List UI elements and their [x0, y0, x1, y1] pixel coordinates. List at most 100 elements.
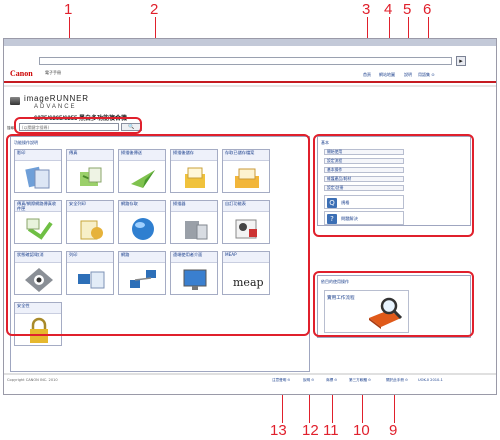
site-map-link[interactable]: 網站地圖 [379, 72, 395, 77]
svg-text:meap: meap [233, 276, 263, 289]
glossary-link[interactable]: 用語集 ⊙ [418, 72, 435, 77]
tile-label: 傳真/網際網路傳真收件匣 [15, 201, 61, 212]
callout-13: 13 [270, 422, 287, 439]
tile-label: 列印 [67, 252, 113, 263]
callout-line-9 [394, 383, 395, 423]
callout-2: 2 [150, 1, 159, 18]
copyright-text: Copyright CANON INC. 2010 [7, 378, 58, 382]
scan-store-icon [185, 167, 205, 188]
status-monitor-icon [25, 268, 53, 292]
footer-divider [4, 373, 496, 375]
callout-12: 12 [302, 422, 319, 439]
callout-line-12 [309, 383, 310, 423]
specifications-button[interactable]: Q 規格 [324, 195, 404, 209]
callout-9: 9 [389, 422, 398, 439]
purpose-panel: 依目的使用操作 實用工作流程 [317, 275, 471, 338]
tile-label: 網路存取 [119, 201, 165, 212]
callout-5: 5 [403, 1, 412, 18]
useful-workflow-tile[interactable]: 實用工作流程 [324, 290, 409, 333]
remote-ui-icon [183, 269, 207, 290]
side-item-maintenance[interactable]: 維護產品/耗材 [324, 176, 404, 182]
trademark-link[interactable]: 商標 ⊙ [326, 378, 338, 382]
site-title: 電子手冊 [45, 70, 61, 75]
callout-line-11 [332, 383, 333, 423]
callout-line-10 [362, 383, 363, 423]
window-top-bar [4, 39, 496, 46]
tile-label: 網路 [119, 252, 165, 263]
tile-secure-print[interactable]: 安全列印 [66, 200, 114, 244]
callout-line-13 [282, 383, 283, 423]
function-panel-title: 功能操作說明 [14, 140, 38, 145]
tile-label: 自訂功能表 [223, 201, 269, 212]
tile-label: 遠端使用者介面 [171, 252, 217, 263]
product-name: imageRUNNER [24, 94, 89, 103]
manual-code: UOK-0 2010-1 [418, 378, 443, 382]
tile-network[interactable]: 網路 [118, 251, 166, 295]
tile-label: 影印 [15, 150, 61, 161]
callout-1: 1 [64, 1, 73, 18]
help-link[interactable]: 說明 [404, 72, 412, 77]
highlight-basics-panel [313, 134, 474, 237]
tile-remote-ui[interactable]: 遠端使用者介面 [170, 251, 218, 295]
callout-3: 3 [362, 1, 371, 18]
tile-status-monitor[interactable]: 狀態確認/取消 [14, 251, 62, 295]
third-party-link[interactable]: 第三方軟體 ⊙ [349, 378, 372, 382]
callout-6: 6 [423, 1, 432, 18]
product-icon [10, 97, 20, 105]
magnifier-book-icon [369, 297, 403, 329]
troubleshooting-button[interactable]: ? 問題解決 [324, 211, 404, 225]
callout-10: 10 [353, 422, 370, 439]
basics-panel-title: 基本 [321, 140, 329, 145]
copy-icon [25, 166, 50, 189]
tile-security[interactable]: 安全性 [14, 302, 62, 346]
callout-4: 4 [384, 1, 393, 18]
tile-print[interactable]: 列印 [66, 251, 114, 295]
address-bar[interactable] [39, 57, 452, 65]
tile-meap[interactable]: MEAP meap [222, 251, 270, 295]
useful-workflow-label: 實用工作流程 [327, 296, 355, 301]
manual-window: ▸ Canon 電子手冊 首頁 網站地圖 說明 用語集 ⊙ imageRUNNE… [3, 38, 497, 395]
highlight-search [14, 117, 142, 134]
tile-scan-store[interactable]: 掃描後儲存 [170, 149, 218, 193]
tile-scan-send[interactable]: 掃描後傳送 [118, 149, 166, 193]
side-item-setup-flow[interactable]: 設定流程 [324, 158, 404, 164]
tile-fax[interactable]: 傳真 [66, 149, 114, 193]
tile-web-access[interactable]: 網路存取 [118, 200, 166, 244]
tile-label: 傳真 [67, 150, 113, 161]
custom-menu-icon [235, 219, 257, 239]
tile-label: 掃描後傳送 [119, 150, 165, 161]
tile-custom-menu[interactable]: 自訂功能表 [222, 200, 270, 244]
tile-label: 掃描後儲存 [171, 150, 217, 161]
web-access-icon [132, 218, 154, 240]
scan-send-icon [131, 170, 155, 188]
about-manual-link[interactable]: 關於此手冊 ⊙ [386, 378, 409, 382]
basics-panel: 基本 開始使用 設定流程 基本操作 維護產品/耗材 設定/註冊 Q 規格 ? 問… [317, 136, 471, 226]
tile-label: 安全性 [15, 303, 61, 314]
header-divider [4, 85, 496, 87]
purpose-panel-title: 依目的使用操作 [321, 279, 349, 284]
side-item-basic-operations[interactable]: 基本操作 [324, 167, 404, 173]
meap-logo-icon: meap [233, 276, 263, 289]
tile-stored-files[interactable]: 存取已儲存檔案 [222, 149, 270, 193]
footer-help-link[interactable]: 說明 ⊙ [303, 378, 315, 382]
highlight-function-panel [6, 134, 310, 336]
search-input[interactable] [19, 123, 119, 131]
help-icon: ? [327, 214, 337, 224]
side-item-settings[interactable]: 設定/註冊 [324, 185, 404, 191]
canon-logo: Canon [10, 69, 33, 78]
callout-11: 11 [323, 422, 339, 439]
tile-scanner[interactable]: 掃描器 [170, 200, 218, 244]
secure-print-icon [80, 220, 103, 240]
tile-copy[interactable]: 影印 [14, 149, 62, 193]
home-link[interactable]: 首頁 [363, 72, 371, 77]
fax-icon [80, 167, 102, 186]
tile-fax-inbox[interactable]: 傳真/網際網路傳真收件匣 [14, 200, 62, 244]
product-model: 6275/6265/6255 黑白多功能複合機 [34, 116, 128, 122]
specifications-label: 規格 [341, 200, 350, 205]
notice-link[interactable]: 注意聲明 ⊙ [272, 378, 291, 382]
product-series: ADVANCE [34, 104, 77, 110]
brand-bar: Canon 電子手冊 首頁 網站地圖 說明 用語集 ⊙ [4, 67, 496, 83]
network-icon [130, 270, 156, 288]
side-item-getting-started[interactable]: 開始使用 [324, 149, 404, 155]
address-go-button[interactable]: ▸ [456, 56, 466, 66]
